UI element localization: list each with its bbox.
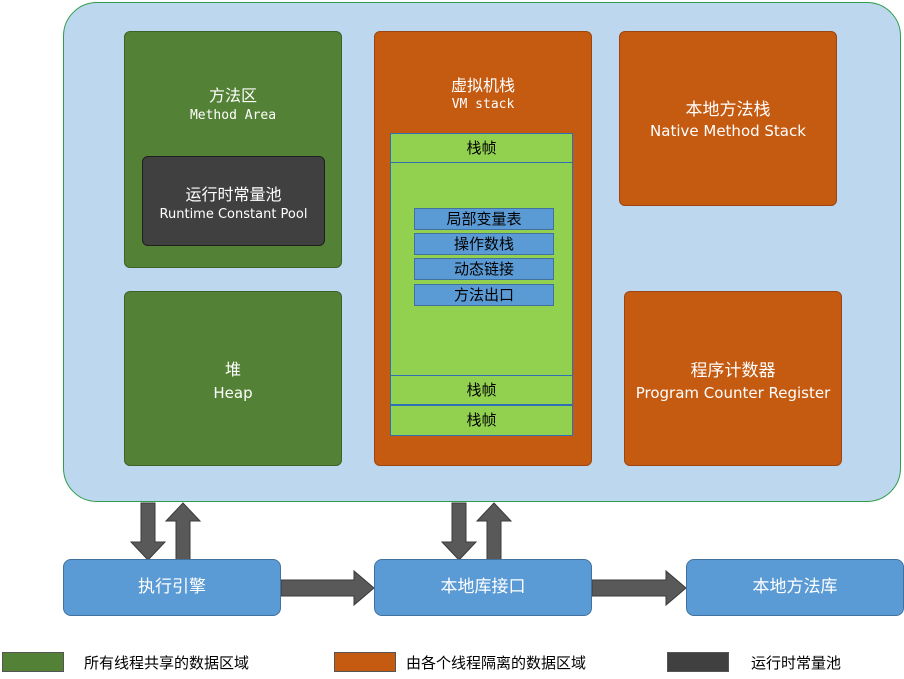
- execution-engine-label: 执行引擎: [138, 577, 206, 597]
- operand-stack: 操作数栈: [414, 233, 554, 255]
- native-method-stack-box: 本地方法栈 Native Method Stack: [619, 31, 837, 206]
- program-counter-title-cn: 程序计数器: [690, 361, 776, 381]
- runtime-constant-pool-box: 运行时常量池 Runtime Constant Pool: [142, 156, 325, 246]
- legend-swatch-shared: [2, 652, 64, 672]
- engine-down-arrow: [129, 502, 167, 561]
- interface-to-library-arrow: [591, 569, 687, 607]
- legend-label-shared: 所有线程共享的数据区域: [84, 654, 250, 672]
- heap-box: 堆 Heap: [124, 291, 342, 466]
- legend-swatch-isolated: [334, 652, 396, 672]
- stack-frame-label: 栈帧: [466, 139, 497, 157]
- execution-engine-box: 执行引擎: [63, 559, 281, 616]
- method-return-address: 方法出口: [414, 284, 554, 306]
- dynamic-linking: 动态链接: [414, 258, 554, 280]
- program-counter-box: 程序计数器 Program Counter Register: [624, 291, 842, 466]
- stack-frame-3: 栈帧: [390, 405, 573, 436]
- native-library-label: 本地方法库: [752, 577, 838, 597]
- engine-to-interface-arrow: [280, 569, 375, 607]
- local-variable-table: 局部变量表: [414, 208, 554, 230]
- vm-stack-title-en: VM stack: [451, 97, 515, 112]
- native-method-stack-title-cn: 本地方法栈: [685, 100, 771, 120]
- program-counter-title-en: Program Counter Register: [635, 384, 831, 402]
- heap-title-en: Heap: [213, 384, 253, 402]
- native-interface-label: 本地库接口: [440, 577, 526, 597]
- interface-down-arrow: [440, 502, 478, 561]
- native-method-stack-title-en: Native Method Stack: [650, 122, 806, 140]
- method-area-title-en: Method Area: [189, 108, 277, 123]
- legend-label-isolated: 由各个线程隔离的数据区域: [406, 654, 587, 672]
- native-library-box: 本地方法库: [686, 559, 904, 616]
- legend-swatch-constant-pool: [667, 652, 729, 672]
- stack-frame-2: 栈帧: [390, 375, 573, 405]
- stack-frame-2-label: 栈帧: [466, 381, 497, 399]
- runtime-constant-pool-title-cn: 运行时常量池: [185, 185, 282, 204]
- legend-label-constant-pool: 运行时常量池: [751, 654, 842, 672]
- heap-title-cn: 堆: [224, 360, 241, 379]
- engine-up-arrow: [164, 502, 202, 561]
- vm-stack-title-cn: 虚拟机栈: [450, 76, 515, 95]
- stack-frame-3-label: 栈帧: [466, 411, 497, 429]
- runtime-constant-pool-title-en: Runtime Constant Pool: [159, 207, 308, 222]
- method-area-title-cn: 方法区: [208, 86, 257, 105]
- native-interface-box: 本地库接口: [374, 559, 592, 616]
- interface-up-arrow: [475, 502, 513, 561]
